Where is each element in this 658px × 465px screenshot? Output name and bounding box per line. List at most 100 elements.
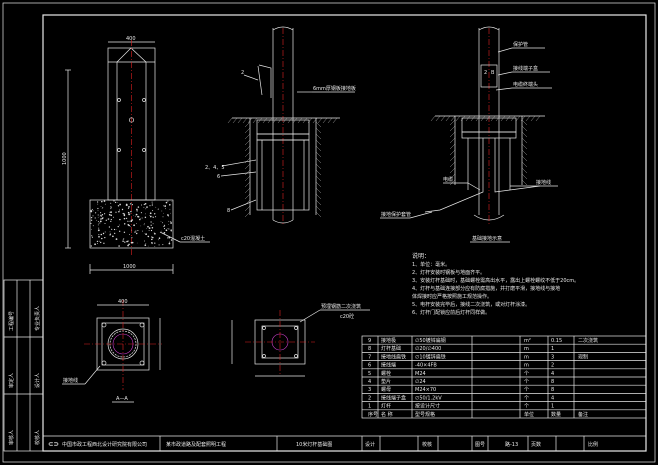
bom-cell-name: 灯杆基础 — [381, 345, 401, 352]
ground-wire-label: 接地线 — [63, 377, 78, 384]
bom-cell-unit: 个 — [524, 395, 529, 401]
dim-top-label: 400 — [126, 36, 136, 42]
fig2-tag-3: 6 — [217, 174, 220, 180]
title-block: ⊂⊃ 中国市政工程西北设计研究院有限公司 某市政道路及配套照明工程 10米灯杆基… — [43, 435, 646, 451]
bom-header-note: 备注 — [578, 411, 588, 418]
bom-cell-unit: 个 — [524, 404, 529, 410]
bom-header-spec: 型号规格 — [415, 411, 435, 418]
fig1-elevation: 400 1000 1000 c20混凝土 — [62, 36, 210, 274]
cable-sleeve-label: 接地保护套管 — [381, 211, 411, 218]
note-5: 体焊接时应严格按照施工规范操作。 — [412, 293, 492, 300]
bom-cell-qty: 3 — [551, 354, 554, 360]
num-label: 图号 — [475, 442, 485, 448]
concrete-label: c20混凝土 — [181, 235, 205, 242]
fig4-plan: 预埋钢筋二次浇筑 c20砼 — [231, 303, 370, 377]
concrete-texture — [90, 200, 173, 247]
svg-text:2: 2 — [484, 70, 487, 76]
terminal-box-label: 接线端子盒 — [513, 65, 538, 72]
inner-frame — [42, 14, 647, 452]
side-strip-cell: 审核人 — [8, 430, 15, 445]
bom-cell-qty: 1 — [551, 404, 554, 410]
dim-bottom-label: 1000 — [123, 264, 136, 270]
side-strip-cell: 设计人 — [34, 373, 41, 388]
bom-cell-spec: ∅20/∅400 — [415, 346, 441, 352]
fig2-tag-1: 2 — [241, 70, 244, 76]
notes-block: 说明： 1、单位：毫米。 2、灯杆安装时钢板与地面齐平。 3、安装灯杆基础时，基… — [412, 252, 579, 316]
bom-cell-no: 3 — [368, 387, 371, 393]
bom-cell-note: 现制 — [578, 353, 588, 360]
side-strip-cell: 专业负责人 — [34, 306, 41, 331]
bom-cell-unit: 个 — [524, 379, 529, 385]
bom-cell-name: 螺母 — [381, 386, 391, 393]
soil-hatch-2 — [430, 115, 545, 186]
bom-cell-spec: M24×70 — [415, 387, 436, 393]
bom-cell-qty: 8 — [551, 379, 554, 385]
bom-cell-unit: m — [524, 363, 529, 369]
note-6: 5、电杆安装完毕后，接线二次浇筑，或对灯杆涂漆。 — [412, 301, 530, 308]
note-7: 6、灯杆门配锁应前后灯杆同样做。 — [412, 309, 490, 316]
bom-cell-unit: 个 — [524, 371, 529, 377]
cable-label: 电缆 — [443, 176, 453, 183]
bom-cell-spec: ∅24 — [415, 379, 426, 385]
fig2-pipe-label: 6mm厚钢板接地板 — [313, 85, 356, 92]
fig3-section: 2 B 保护管 接线端子盒 电缆终端头 电缆 接地线 接地保护套管 基础接地示意 — [380, 26, 558, 243]
bom-cell-unit: m — [524, 346, 529, 352]
num-value: 路-13 — [505, 441, 518, 448]
svg-text:B: B — [491, 70, 495, 76]
bom-cell-unit: m² — [524, 338, 531, 344]
bom-cell-no: 5 — [368, 371, 371, 377]
cable-head-label: 电缆终端头 — [513, 81, 538, 88]
notes-title: 说明： — [412, 252, 430, 260]
bom-header-name: 名 称 — [381, 411, 393, 418]
ground-line-label: 接地线 — [536, 179, 551, 186]
bom-cell-name: 接地极 — [381, 337, 396, 344]
bom-cell-no: 4 — [368, 379, 371, 385]
bom-cell-unit: m — [524, 354, 529, 360]
note-3: 3、安装灯杆基础时，基础螺栓需高出水平，露出上螺栓螺纹不低于20cm。 — [412, 277, 579, 284]
bom-cell-qty: 0.15 — [551, 338, 562, 344]
bom-cell-qty: 4 — [551, 371, 554, 377]
bom-cell-name: 螺栓 — [381, 370, 391, 377]
design-label: 设计 — [365, 441, 375, 448]
bom-cell-name: 灯杆 — [381, 403, 391, 410]
fig1-plan: 400 接地线 A—A — [62, 299, 162, 403]
fig2-tag-2: 2、4、5 — [205, 165, 225, 171]
bom-cell-spec: M24 — [415, 371, 426, 377]
bom-cell-no: 9 — [368, 338, 371, 344]
side-strip-cell: 工程编号 — [8, 311, 15, 331]
bom-cell-no: 1 — [368, 404, 371, 410]
bom-cell-spec: ∅10镀锌扁铁 — [415, 353, 446, 360]
bom-cell-name: 接地线扁铁 — [381, 353, 406, 360]
logo-mark: ⊂⊃ — [48, 440, 59, 448]
company-name: 中国市政工程西北设计研究院有限公司 — [62, 441, 147, 448]
bom-cell-no: 7 — [368, 354, 371, 360]
section-label: A—A — [116, 396, 128, 402]
bom-cell-spec: 按设计尺寸 — [415, 403, 440, 410]
bom-cell-qty: 2 — [551, 363, 554, 369]
note-1: 1、单位：毫米。 — [412, 261, 450, 268]
bom-cell-name: 接线端 — [381, 362, 396, 369]
fig2-section: 6mm厚钢板接地板 2 2、4、5 6 8 — [205, 26, 356, 225]
side-strip-cell: 审定人 — [8, 373, 15, 388]
bom-cell-qty: 4 — [551, 395, 554, 401]
bom-cell-spec: ∅50镀锌扁钢 — [415, 337, 446, 344]
bom-cell-spec: -40×4FB — [415, 363, 437, 369]
dim-left-label: 1000 — [62, 152, 68, 165]
fig2-tag-4: 8 — [227, 208, 230, 214]
bom-header-unit: 单位 — [524, 411, 534, 418]
bom-table: 9 接地极 ∅50镀锌扁钢 m² 0.15 二次浇筑 8 灯杆基础 ∅20/∅400 m 1 7 接地线… — [361, 335, 647, 419]
bom-cell-spec: ∅50/1.2kV — [415, 395, 442, 401]
drawing-name: 10米灯杆基础图 — [296, 441, 332, 448]
bom-cell-note: 二次浇筑 — [578, 337, 598, 344]
bom-cell-qty: 8 — [551, 387, 554, 393]
side-strip-cell: 校核人 — [34, 430, 41, 445]
svg-text:400: 400 — [118, 299, 128, 305]
fig4-sub: c20砼 — [340, 313, 354, 320]
bom-cell-name: 接线端子盒 — [381, 394, 406, 401]
scale-label: 比例 — [588, 441, 598, 448]
fig4-label: 预埋钢筋二次浇筑 — [321, 303, 361, 310]
note-2: 2、灯杆安装时钢板与地面齐平。 — [412, 269, 485, 276]
